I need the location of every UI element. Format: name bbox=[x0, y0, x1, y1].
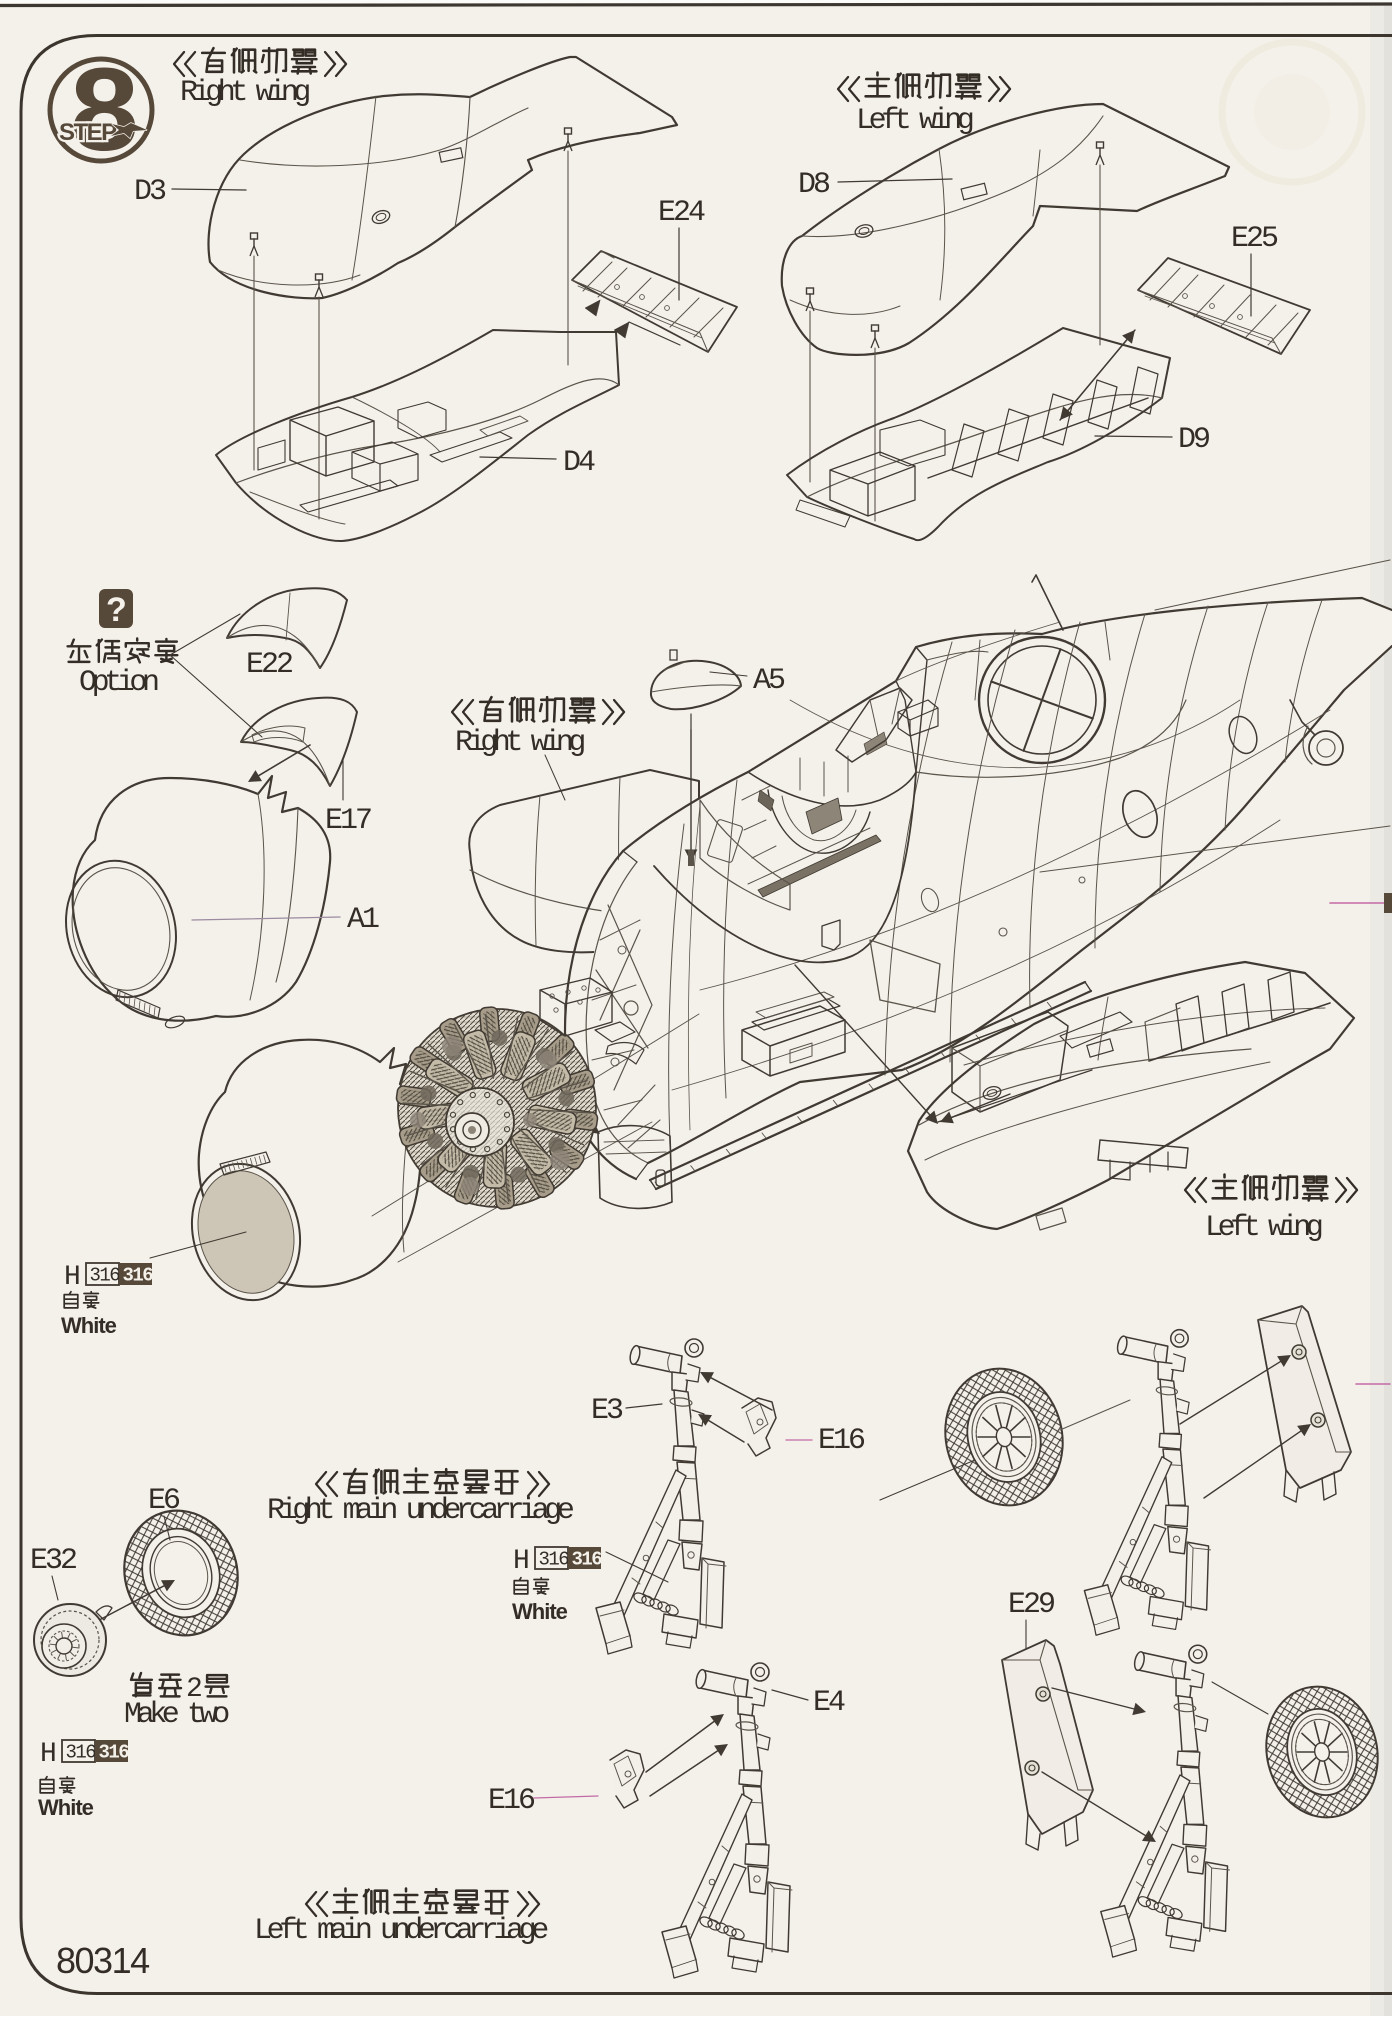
svg-text:H: H bbox=[513, 1546, 530, 1577]
svg-text:White: White bbox=[512, 1599, 568, 1624]
svg-text:E16: E16 bbox=[488, 1784, 535, 1818]
svg-text:Right wing: Right wing bbox=[180, 76, 309, 110]
svg-text:D9: D9 bbox=[1178, 423, 1209, 457]
svg-text:D8: D8 bbox=[798, 168, 830, 202]
svg-text:E29: E29 bbox=[1008, 1588, 1054, 1622]
svg-text:Right main undercarriage: Right main undercarriage bbox=[267, 1494, 574, 1528]
svg-text:?: ? bbox=[106, 591, 127, 629]
svg-text:Left wing: Left wing bbox=[1205, 1211, 1322, 1245]
svg-text:D4: D4 bbox=[563, 446, 595, 480]
svg-text:E24: E24 bbox=[658, 196, 705, 230]
svg-text:E3: E3 bbox=[591, 1394, 623, 1428]
svg-text:STEP: STEP bbox=[59, 119, 117, 146]
svg-text:80314: 80314 bbox=[56, 1940, 149, 1981]
svg-text:E32: E32 bbox=[30, 1544, 76, 1578]
svg-text:E17: E17 bbox=[325, 804, 371, 838]
svg-text:316: 316 bbox=[572, 1549, 603, 1571]
svg-text:316: 316 bbox=[66, 1742, 97, 1764]
svg-text:316: 316 bbox=[123, 1265, 154, 1287]
svg-text:2: 2 bbox=[186, 1674, 203, 1705]
svg-text:Right wing: Right wing bbox=[455, 726, 584, 760]
svg-text:A5: A5 bbox=[753, 664, 785, 698]
svg-text:316: 316 bbox=[99, 1742, 130, 1764]
svg-text:E4: E4 bbox=[813, 1686, 845, 1720]
svg-text:Make two: Make two bbox=[124, 1698, 229, 1732]
svg-text:White: White bbox=[61, 1313, 117, 1338]
svg-text:H: H bbox=[64, 1262, 81, 1293]
svg-text:Left main undercarriage: Left main undercarriage bbox=[254, 1914, 548, 1948]
svg-text:Left wing: Left wing bbox=[856, 104, 973, 138]
svg-text:E25: E25 bbox=[1231, 222, 1278, 256]
svg-text:H: H bbox=[40, 1739, 57, 1770]
svg-text:E16: E16 bbox=[818, 1424, 865, 1458]
svg-text:E22: E22 bbox=[246, 648, 292, 682]
svg-text:D3: D3 bbox=[134, 175, 166, 209]
svg-text:E6: E6 bbox=[148, 1484, 180, 1518]
svg-text:A1: A1 bbox=[347, 903, 379, 937]
svg-text:316: 316 bbox=[539, 1549, 570, 1571]
svg-text:White: White bbox=[38, 1795, 94, 1820]
svg-text:8: 8 bbox=[70, 44, 139, 175]
svg-text:316: 316 bbox=[90, 1265, 121, 1287]
svg-text:Option: Option bbox=[79, 666, 158, 700]
